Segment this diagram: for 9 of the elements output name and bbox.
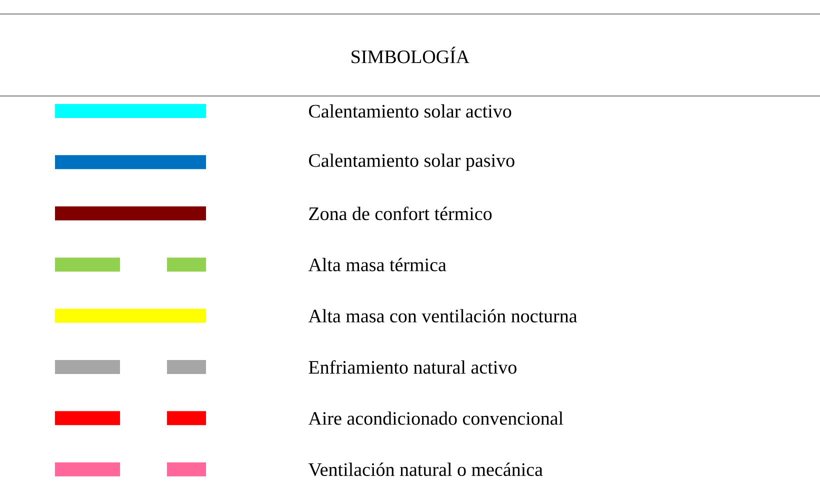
legend-label: Ventilación natural o mecánica — [308, 462, 543, 476]
legend-title: SIMBOLOGÍA — [352, 46, 470, 64]
legend-label: Enfriamiento natural activo — [308, 360, 516, 374]
legend-label: Calentamiento solar pasivo — [309, 154, 514, 171]
legend-label: Zona de confort térmico — [309, 206, 492, 220]
legend-label: Alta masa con ventilación nocturna — [308, 309, 578, 322]
legend-label: Alta masa térmica — [308, 258, 446, 272]
legend-label: Calentamiento solar activo — [309, 104, 512, 118]
legend-label: Aire acondicionado convencional — [308, 412, 564, 425]
